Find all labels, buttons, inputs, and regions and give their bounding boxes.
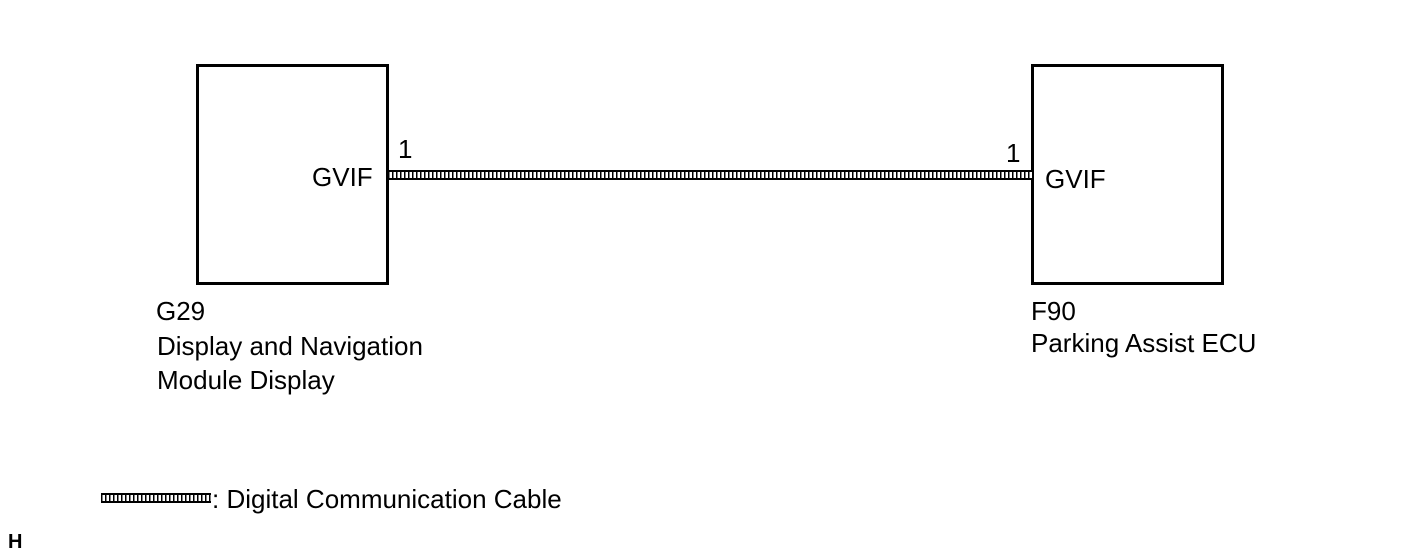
right-component-name-line1: Parking Assist ECU bbox=[1031, 328, 1257, 358]
left-component-name-line2: Module Display bbox=[157, 365, 335, 395]
right-component-box bbox=[1031, 64, 1224, 285]
right-terminal-label: GVIF bbox=[1045, 164, 1106, 194]
left-component-name-line1: Display and Navigation bbox=[157, 331, 423, 361]
right-component-code: F90 bbox=[1031, 296, 1076, 326]
left-component-box bbox=[196, 64, 389, 285]
left-terminal-label: GVIF bbox=[312, 162, 373, 192]
left-pin-number: 1 bbox=[398, 134, 413, 164]
digital-communication-cable bbox=[388, 170, 1032, 180]
corner-mark: H bbox=[8, 531, 23, 553]
right-pin-number: 1 bbox=[1006, 138, 1021, 168]
legend-label: : Digital Communication Cable bbox=[212, 484, 562, 514]
legend-cable-symbol bbox=[101, 493, 211, 503]
left-component-code: G29 bbox=[156, 296, 206, 326]
